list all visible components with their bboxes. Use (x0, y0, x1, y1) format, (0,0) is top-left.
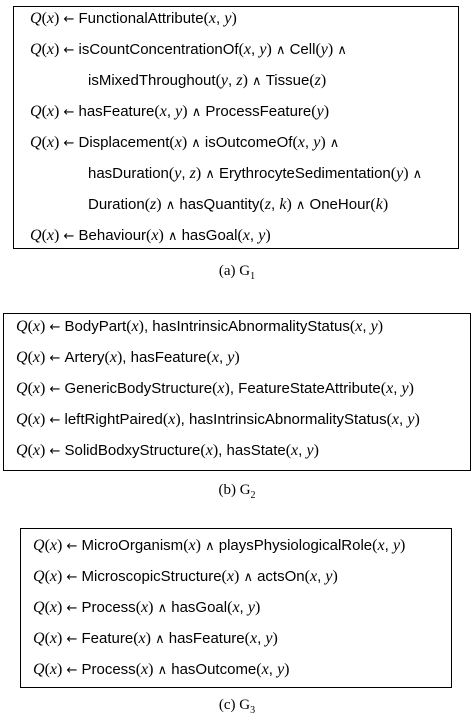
rule-line: Q(x) ← isCountConcentrationOf(x, y) ∧ Ce… (30, 41, 347, 58)
rule-box-g1 (13, 6, 459, 249)
rule-line: Q(x) ← Behaviour(x) ∧ hasGoal(x, y) (30, 227, 271, 244)
rule-line: Q(x) ← Process(x) ∧ hasOutcome(x, y) (33, 661, 290, 678)
rule-line: Duration(z) ∧ hasQuantity(z, k) ∧ OneHou… (88, 196, 389, 213)
rule-line: Q(x) ← BodyPart(x), hasIntrinsicAbnormal… (16, 318, 384, 335)
rule-line: Q(x) ← Feature(x) ∧ hasFeature(x, y) (33, 630, 278, 647)
rule-line: hasDuration(y, z) ∧ ErythrocyteSedimenta… (88, 165, 423, 182)
rule-box-g3 (20, 528, 452, 688)
rule-line: Q(x) ← MicroOrganism(x) ∧ playsPhysiolog… (33, 537, 406, 554)
rule-line: isMixedThroughout(y, z) ∧ Tissue(z) (88, 72, 327, 89)
rule-line: Q(x) ← MicroscopicStructure(x) ∧ actsOn(… (33, 568, 338, 585)
table-caption-g2: (b) G2 (218, 482, 256, 501)
rule-line: Q(x) ← Displacement(x) ∧ isOutcomeOf(x, … (30, 134, 340, 151)
table-caption-g1: (a) G1 (218, 263, 256, 282)
rule-line: Q(x) ← FunctionalAttribute(x, y) (30, 10, 237, 27)
rule-line: Q(x) ← SolidBodxyStructure(x), hasState(… (16, 442, 319, 459)
table-caption-g3: (c) G3 (218, 697, 256, 716)
rule-line: Q(x) ← Artery(x), hasFeature(x, y) (16, 349, 240, 366)
rule-line: Q(x) ← Process(x) ∧ hasGoal(x, y) (33, 599, 261, 616)
rule-line: Q(x) ← leftRightPaired(x), hasIntrinsicA… (16, 411, 420, 428)
rule-line: Q(x) ← GenericBodyStructure(x), FeatureS… (16, 380, 414, 397)
rule-box-g2 (3, 313, 471, 471)
rule-line: Q(x) ← hasFeature(x, y) ∧ ProcessFeature… (30, 103, 330, 120)
